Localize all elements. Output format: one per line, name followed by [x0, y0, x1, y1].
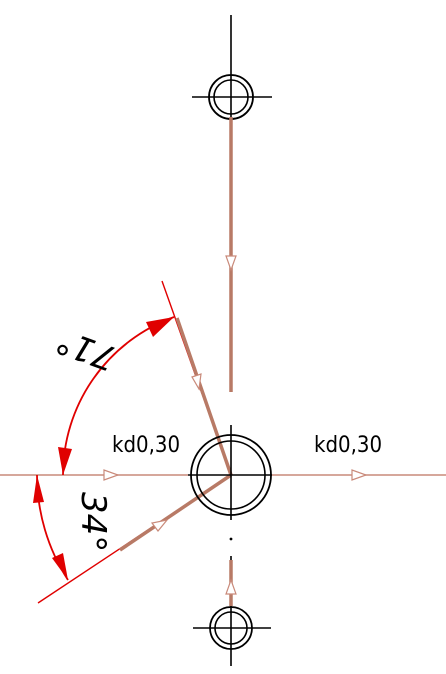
bottom-node-inner-circle-icon — [214, 611, 248, 645]
center-node-outer-circle-icon — [190, 434, 272, 516]
upper-angle-label: 71° — [51, 320, 121, 378]
lower-arc-arrowhead-start-icon — [33, 475, 44, 503]
upper-inclined-flow-arrow-icon — [191, 373, 202, 391]
center-marker-dot — [229, 537, 233, 541]
left-flow-arrow-icon — [103, 469, 120, 481]
top-node-inner-circle-icon — [213, 79, 249, 115]
lower-inclined-flow-arrow-icon — [150, 519, 169, 532]
upper-arc-arrowhead-end-icon — [146, 317, 174, 337]
bottom-node-outer-circle-icon — [209, 606, 253, 650]
kd-label-left: kd0,30 — [112, 433, 180, 458]
right-flow-arrow-icon — [351, 469, 368, 481]
lower-arc-arrowhead-end-icon — [52, 553, 68, 580]
center-node-inner-circle-icon — [196, 440, 266, 510]
bottom-pipe-flow-arrow-icon — [225, 578, 237, 595]
upper-arc-arrowhead-start-icon — [58, 447, 72, 475]
top-pipe-flow-arrow-icon — [225, 255, 237, 272]
kd-label-right: kd0,30 — [314, 433, 382, 458]
upper-inclined-pipe — [175, 317, 233, 476]
lower-angle-label: 34° — [73, 492, 113, 552]
lower-inclined-pipe — [119, 473, 232, 552]
center-node — [188, 425, 272, 520]
